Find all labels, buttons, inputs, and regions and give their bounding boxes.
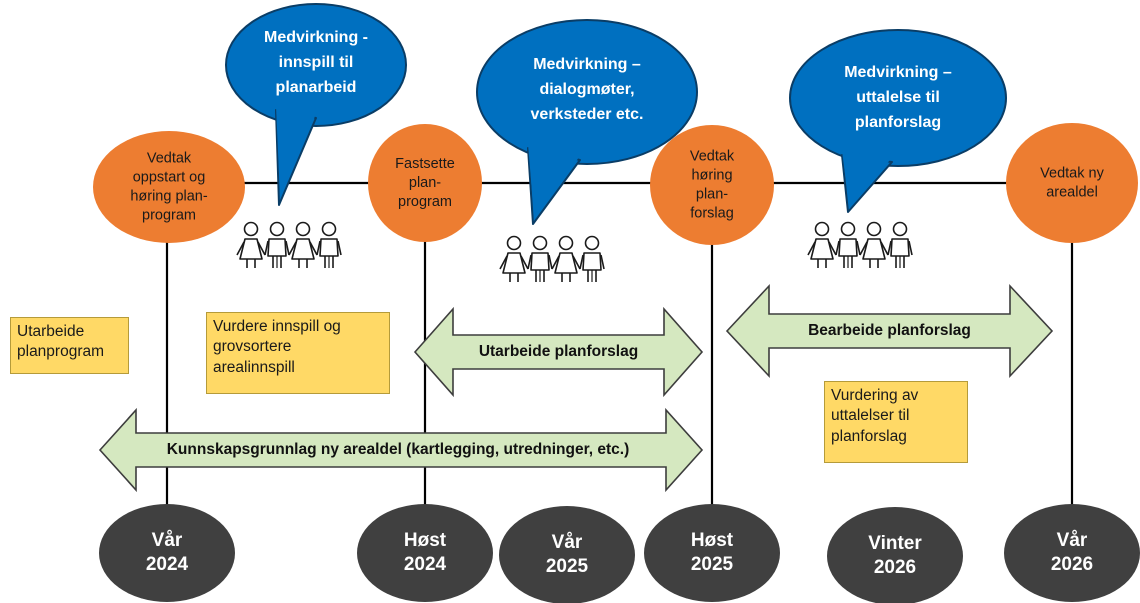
period-label: Vår — [152, 530, 183, 551]
period-circles: Vår 2024 Høst 2024 Vår 2025 Høst 2025 Vinter 2026… — [99, 504, 1140, 603]
speech-bubble: Medvirkning - innspill til planarbeid — [225, 3, 407, 206]
phase-arrow: Kunnskapsgrunnlag ny arealdel (kartleggi… — [98, 407, 704, 493]
task-note-line: Utarbeide — [17, 323, 85, 340]
task-note: Vurdering av uttalelser til planforslag — [824, 381, 968, 463]
period-label: 2024 — [404, 554, 447, 575]
task-note-line: planprogram — [17, 343, 105, 361]
milestone-circle: Vedtak ny arealdel — [1006, 123, 1138, 243]
speech-bubble: Medvirkning – uttalelse til planforslag — [789, 29, 1007, 213]
period-label: Høst — [404, 530, 447, 551]
speech-bubble: Medvirkning – dialogmøter, verksteder etc. — [476, 19, 698, 225]
bubble-label: planforslag — [855, 114, 941, 131]
milestone-label: plan- — [696, 186, 728, 202]
period-circle: Vår 2025 — [499, 506, 635, 603]
period-label: 2025 — [546, 556, 589, 577]
people-group-icon — [236, 221, 342, 268]
period-circle: Vinter 2026 — [827, 507, 963, 603]
milestone-circle: Vedtak oppstart og høring plan-program — [93, 131, 245, 243]
connector-lines — [165, 181, 1074, 508]
milestone-label: Vedtak — [147, 150, 192, 166]
phase-arrows: Utarbeide planforslag Bearbeide planforsl… — [98, 283, 1054, 493]
period-label: 2024 — [146, 554, 189, 575]
task-note-line: uttalelser til — [831, 407, 910, 425]
period-circle: Høst 2024 — [357, 504, 493, 602]
task-note: Utarbeide planprogram — [10, 317, 129, 374]
bubble-label: Medvirkning – — [844, 64, 952, 81]
task-note-line: Vurdere innspill og — [213, 318, 341, 335]
phase-arrow-label: Kunnskapsgrunnlag ny arealdel (kartleggi… — [167, 441, 630, 458]
milestone-label: Vedtak — [690, 148, 735, 164]
task-note-line: arealinnspill — [213, 358, 295, 376]
period-label: Høst — [691, 530, 734, 551]
task-note-line: Vurdering av — [831, 387, 919, 404]
period-circle: Vår 2026 — [1004, 504, 1140, 602]
people-group-icon — [807, 221, 913, 268]
phase-arrow-label: Bearbeide planforslag — [808, 322, 971, 339]
milestone-label: oppstart og — [133, 169, 206, 185]
period-circle: Vår 2024 — [99, 504, 235, 602]
bubble-label: innspill til — [279, 54, 354, 71]
phase-arrow: Utarbeide planforslag — [413, 306, 704, 398]
people-group-icon — [499, 235, 605, 282]
milestone-circle: Vedtak høring plan-forslag — [650, 125, 774, 245]
period-circle: Høst 2025 — [644, 504, 780, 602]
period-label: 2026 — [874, 557, 916, 578]
bubble-label: uttalelse til — [856, 89, 940, 106]
period-label: 2026 — [1051, 554, 1093, 575]
phase-arrow: Bearbeide planforslag — [725, 283, 1054, 379]
period-label: Vår — [552, 532, 583, 553]
bubble-label: verksteder etc. — [531, 106, 644, 123]
task-note-line: planforslag — [831, 427, 907, 445]
speech-bubbles: Medvirkning -innspill tilplanarbeidMedvi… — [225, 3, 1007, 225]
phase-arrow-label: Utarbeide planforslag — [479, 343, 638, 360]
bubble-label: dialogmøter, — [539, 81, 634, 98]
milestone-label: Fastsette — [395, 156, 455, 172]
milestone-label: høring — [691, 167, 732, 183]
milestone-label: arealdel — [1046, 184, 1098, 200]
milestone-label: høring plan- — [130, 188, 208, 204]
milestone-label: program — [142, 207, 196, 223]
bubble-label: Medvirkning – — [533, 56, 641, 73]
milestone-label: program — [398, 194, 452, 210]
period-label: Vinter — [868, 533, 922, 554]
milestone-circle: Fastsette plan-program — [368, 124, 482, 242]
bubble-label: planarbeid — [276, 79, 357, 96]
bubble-label: Medvirkning - — [264, 29, 368, 46]
period-label: Vår — [1057, 530, 1088, 551]
milestone-label: plan- — [409, 175, 441, 191]
task-note-line: grovsortere — [213, 338, 292, 356]
milestone-label: forslag — [690, 205, 734, 221]
people-groups — [236, 221, 913, 282]
milestone-label: Vedtak ny — [1040, 165, 1104, 181]
task-note: Vurdere innspill og grovsortere arealinnsp… — [206, 312, 390, 394]
period-label: 2025 — [691, 554, 734, 575]
